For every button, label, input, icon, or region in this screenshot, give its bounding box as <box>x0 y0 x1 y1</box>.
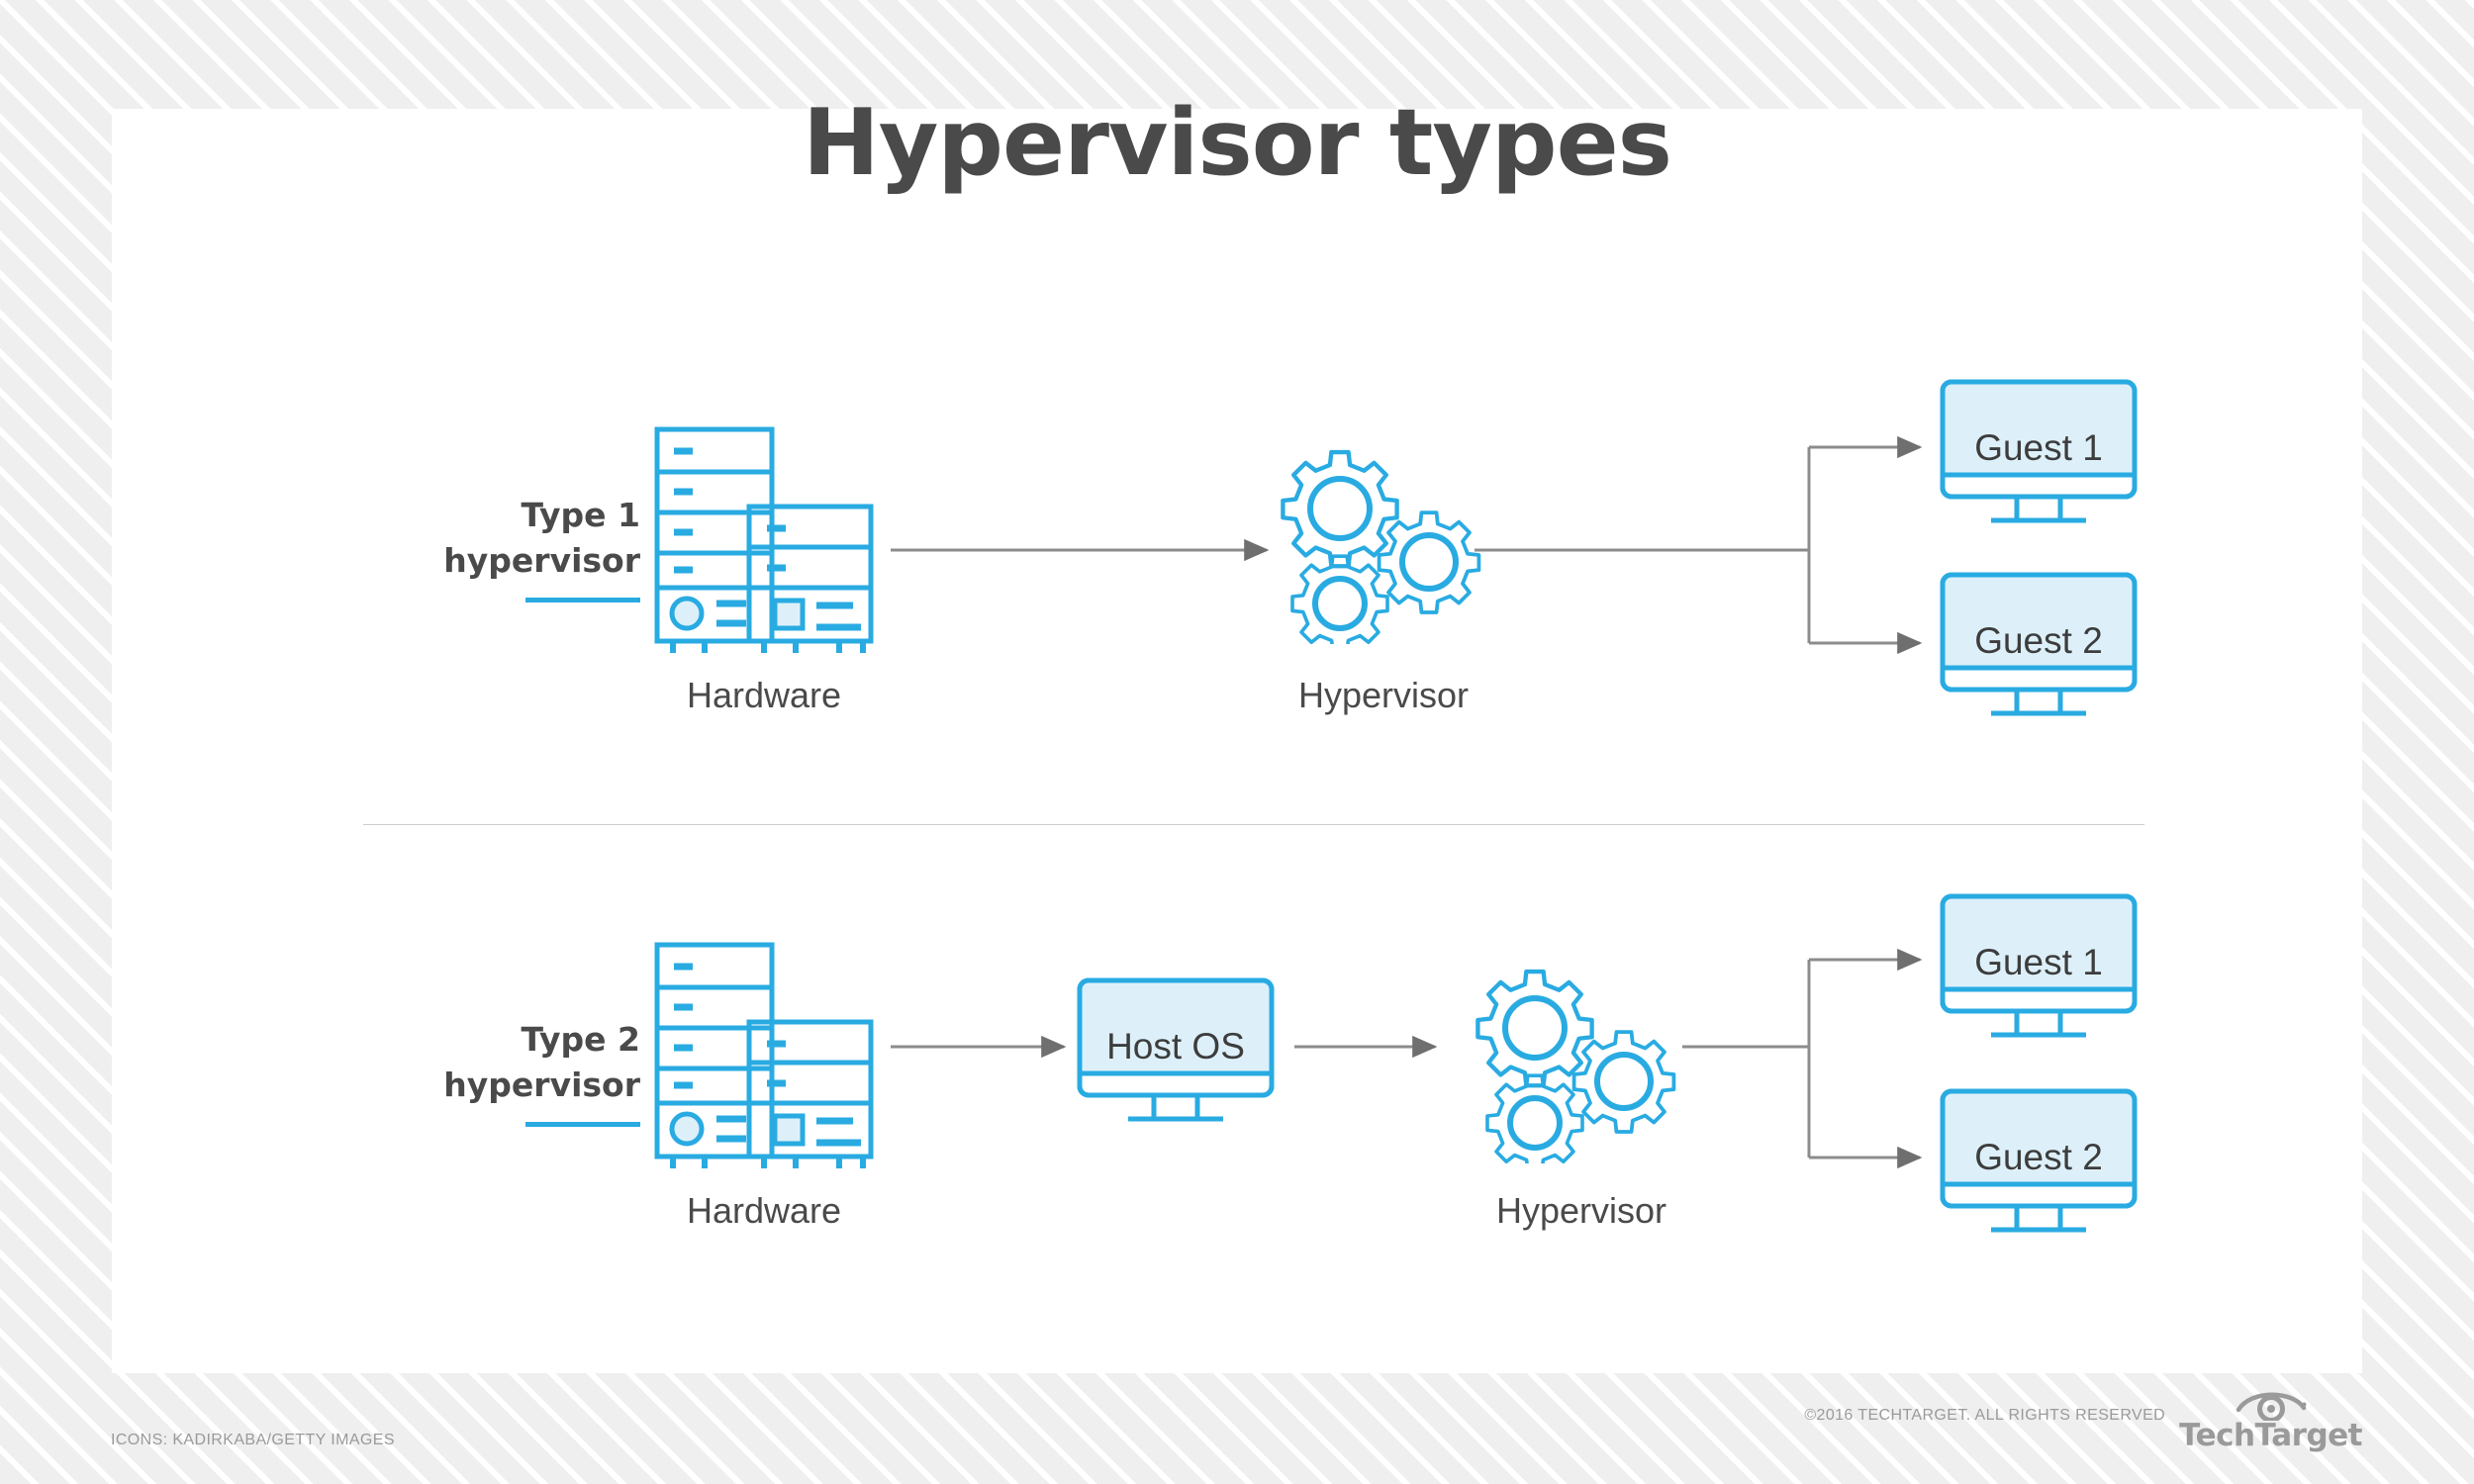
row-label-type2-line1: Type 2 <box>521 1020 640 1059</box>
row-label-type2-accent <box>525 1122 640 1127</box>
monitor-label-guest-1-type2: Guest 1 <box>1974 942 2103 982</box>
copyright-text: ©2016 TECHTARGET. ALL RIGHTS RESERVED <box>1804 1407 2166 1424</box>
row-label-type1-line1: Type 1 <box>521 496 640 534</box>
monitor-label-host-os: Host OS <box>1106 1026 1245 1067</box>
eye-icon <box>2236 1392 2307 1421</box>
row-label-type1-accent <box>525 598 640 603</box>
row-divider <box>363 824 2144 825</box>
caption-hardware-type2: Hardware <box>686 1190 842 1231</box>
caption-hypervisor-type2: Hypervisor <box>1495 1190 1667 1231</box>
icons-credit: ICONS: KADIRKABA/GETTY IMAGES <box>111 1432 395 1448</box>
caption-hardware-type1: Hardware <box>686 675 842 715</box>
monitor-label-guest-2-type2: Guest 2 <box>1974 1137 2103 1177</box>
monitor-label-guest-1-type1: Guest 1 <box>1974 427 2103 468</box>
row-label-type1-line2: hypervisor <box>443 541 640 580</box>
content-card <box>112 109 2362 1373</box>
row-label-type2-line2: hypervisor <box>443 1066 640 1104</box>
monitor-label-guest-2-type1: Guest 2 <box>1974 620 2103 661</box>
techtarget-wordmark: TechTarget <box>2179 1418 2362 1453</box>
techtarget-logo: TechTarget <box>2179 1385 2362 1453</box>
page-title: Hypervisor types <box>802 89 1672 196</box>
footer-right-group: ©2016 TECHTARGET. ALL RIGHTS RESERVED Te… <box>1804 1385 2362 1453</box>
row-label-type2: Type 2 hypervisor <box>353 1017 640 1127</box>
row-label-type1: Type 1 hypervisor <box>353 493 640 603</box>
caption-hypervisor-type1: Hypervisor <box>1297 675 1470 715</box>
